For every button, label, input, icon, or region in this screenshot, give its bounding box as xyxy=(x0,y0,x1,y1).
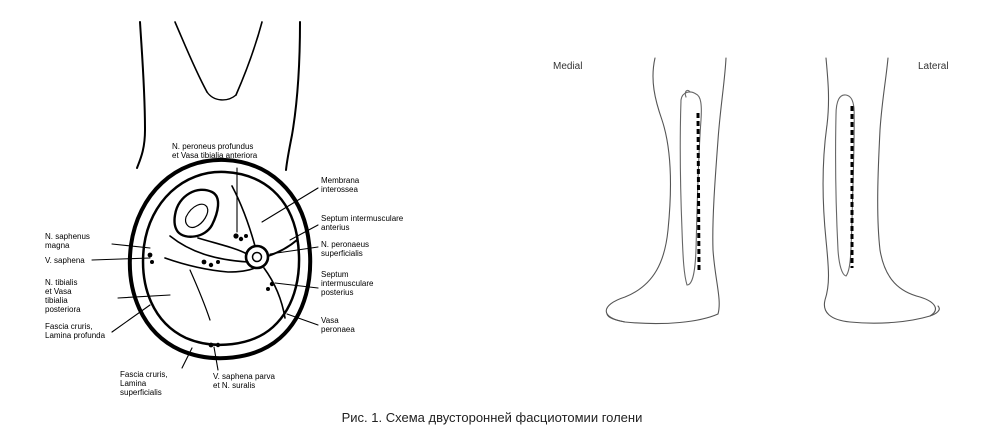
label-n-peroneus-profundus: N. peroneus profundus et Vasa tibialia a… xyxy=(172,142,258,160)
lateral-leg-drawing xyxy=(822,57,940,324)
label-v-saphena-parva: V. saphena parva et N. suralis xyxy=(213,372,275,390)
label-septum-anterius: Septum intermusculare anterius xyxy=(321,214,404,232)
label-n-peronaeus-superficialis: N. peronaeus superficialis xyxy=(321,240,370,258)
medial-incision-line xyxy=(696,112,701,271)
label-fascia-profunda: Fascia cruris, Lamina profunda xyxy=(45,322,106,340)
label-vasa-peronaea: Vasa peronaea xyxy=(321,316,355,334)
label-n-saphenus: N. saphenus magna xyxy=(45,232,90,250)
label-fascia-superficialis: Fascia cruris, Lamina superficialis xyxy=(120,370,168,397)
label-v-saphena: V. saphena xyxy=(45,256,85,265)
leg-cross-section xyxy=(91,21,319,371)
medial-leg-drawing xyxy=(605,57,727,325)
label-septum-posterius: Septum intermusculare posterius xyxy=(321,270,374,297)
label-n-tibialis: N. tibialis et Vasa tibialia posteriora xyxy=(45,278,81,314)
label-medial: Medial xyxy=(553,61,583,72)
label-membrana-interossea: Membrana interossea xyxy=(321,176,360,194)
figure-caption: Рис. 1. Схема двусторонней фасциотомии г… xyxy=(341,410,643,425)
label-lateral: Lateral xyxy=(918,61,949,72)
